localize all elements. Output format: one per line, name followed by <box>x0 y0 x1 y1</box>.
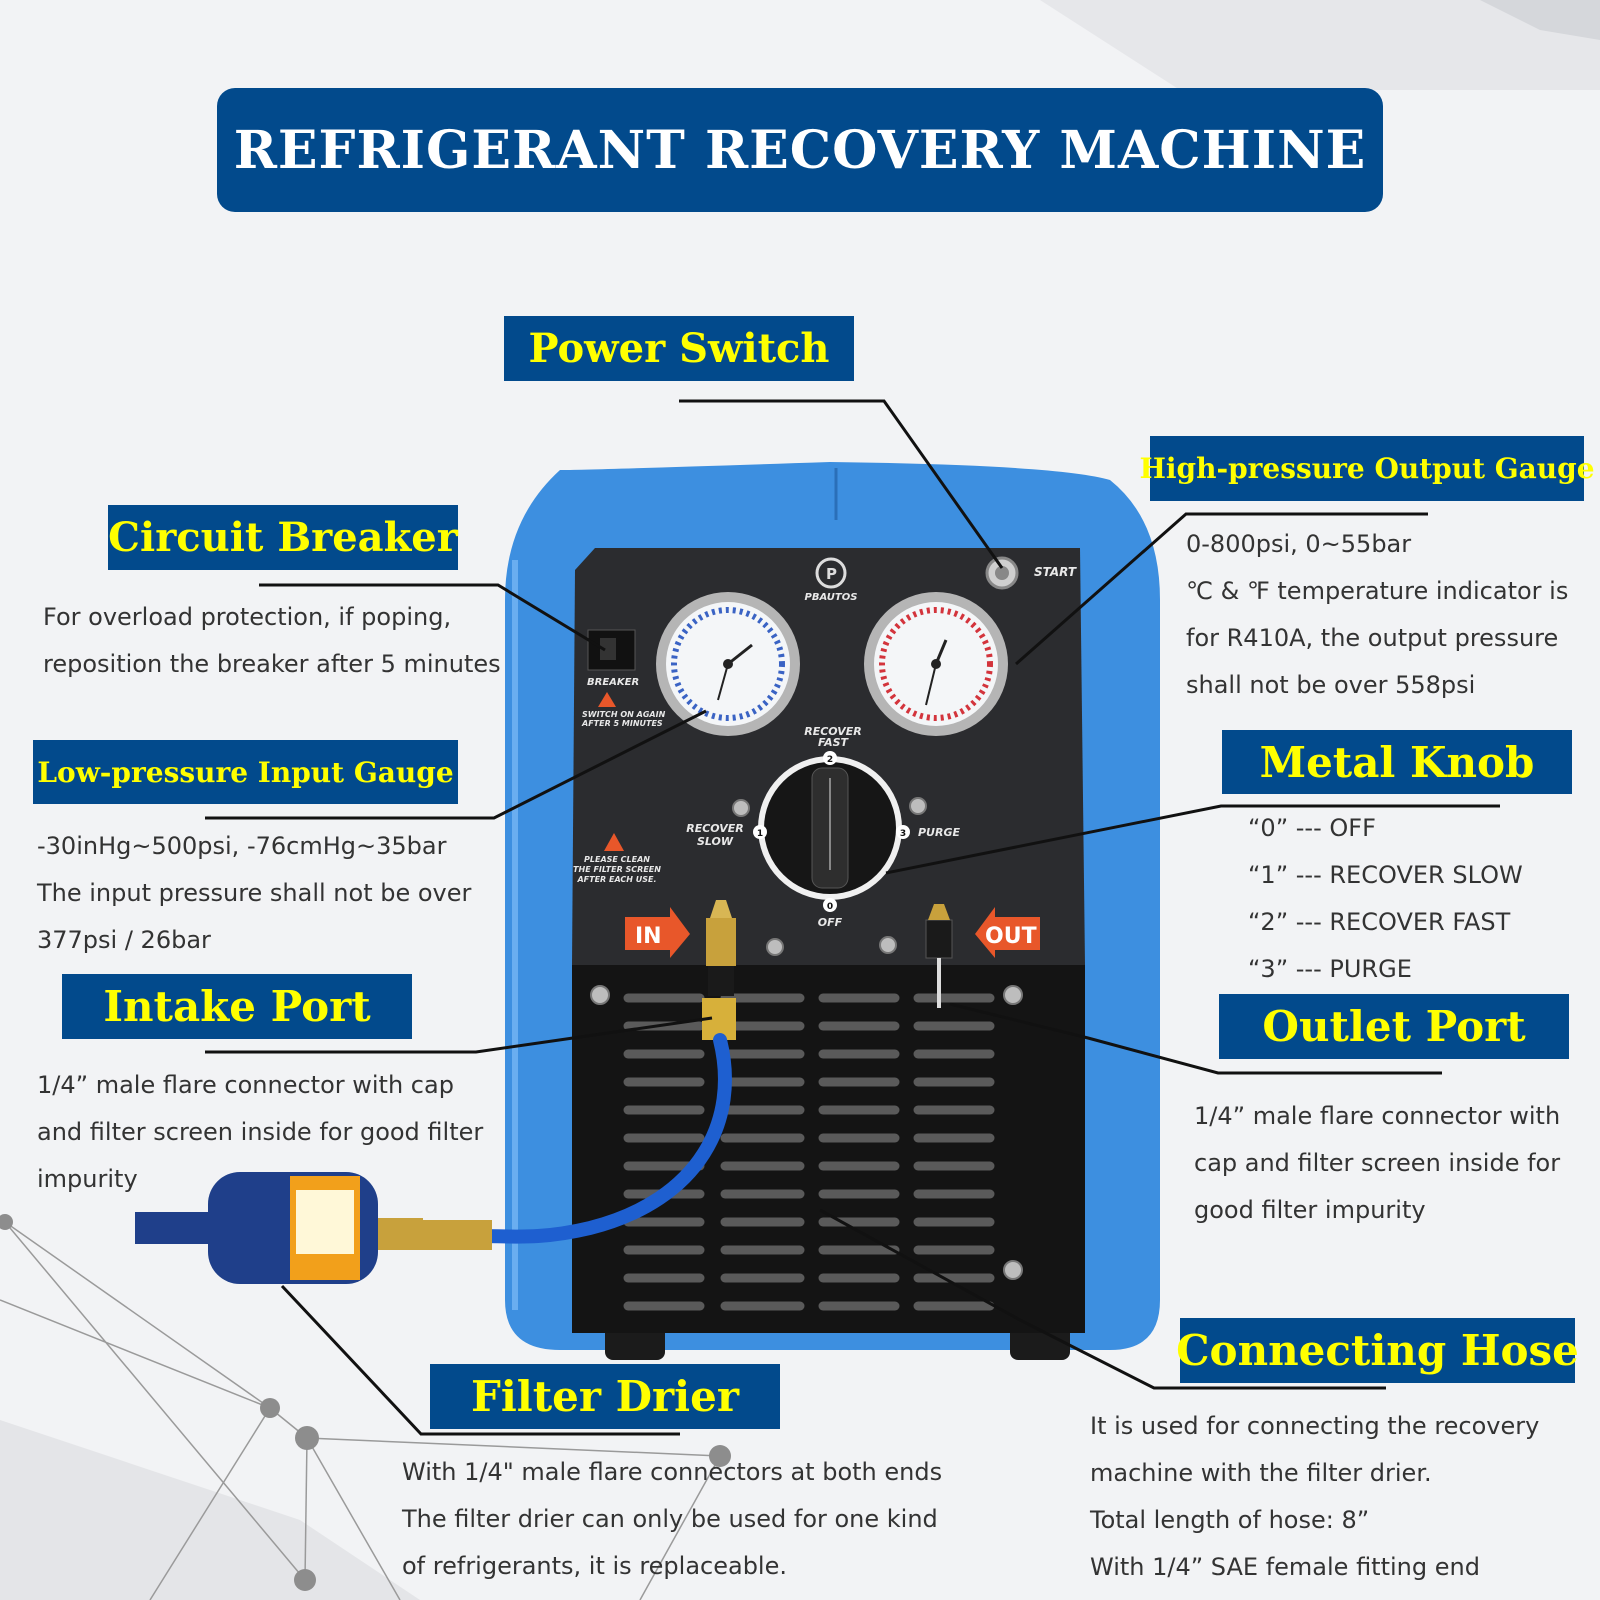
desc-line: 1/4” male flare connector with <box>1194 1102 1561 1130</box>
desc-line: Total length of hose: 8” <box>1090 1506 1370 1534</box>
high-pressure-gauge-icon <box>864 592 1008 736</box>
low-pressure-gauge-icon <box>656 592 800 736</box>
breaker-warning-2: AFTER 5 MINUTES <box>581 719 663 728</box>
label-power-switch: Power Switch <box>504 316 854 381</box>
filter-warning-3: AFTER EACH USE. <box>576 875 656 884</box>
out-text: OUT <box>985 924 1037 949</box>
desc-line: 377psi / 26bar <box>37 926 211 954</box>
knob-recover-slow-1: RECOVER <box>686 822 744 835</box>
knob-recover-fast-1: RECOVER <box>804 725 862 738</box>
warning-icon <box>604 833 624 851</box>
desc-line: for R410A, the output pressure <box>1186 624 1559 652</box>
label-intake-port: Intake Port <box>62 974 412 1039</box>
page-title: REFRIGERANT RECOVERY MACHINE <box>233 119 1367 181</box>
desc-line: 0-800psi, 0~55bar <box>1186 530 1412 558</box>
desc-line: With 1/4” SAE female fitting end <box>1090 1553 1480 1581</box>
desc-line: and filter screen inside for good filter <box>37 1118 484 1146</box>
outlet-port-icon <box>925 919 953 959</box>
filter-warning-2: THE FILTER SCREEN <box>573 865 661 874</box>
label-high-pressure-gauge-text: High-pressure Output Gauge <box>1139 452 1595 485</box>
desc-outlet-port: 1/4” male flare connector with cap and f… <box>1194 1093 1560 1234</box>
knob-num-1: 1 <box>757 829 763 839</box>
desc-line: “1” --- RECOVER SLOW <box>1248 861 1523 889</box>
desc-line: “0” --- OFF <box>1248 814 1376 842</box>
desc-line: “2” --- RECOVER FAST <box>1248 908 1511 936</box>
label-metal-knob-text: Metal Knob <box>1259 737 1535 787</box>
label-connecting-hose-text: Connecting Hose <box>1176 1326 1579 1375</box>
desc-line: With 1/4" male flare connectors at both … <box>402 1458 943 1486</box>
knob-recover-fast-2: FAST <box>818 736 850 749</box>
desc-low-pressure-gauge: -30inHg~500psi, -76cmHg~35bar The input … <box>37 823 471 964</box>
breaker-text: BREAKER <box>587 677 639 688</box>
knob-num-2: 2 <box>827 755 833 765</box>
desc-line: impurity <box>37 1165 138 1193</box>
label-low-pressure-gauge-text: Low-pressure Input Gauge <box>37 755 454 789</box>
desc-line: 1/4” male flare connector with cap <box>37 1071 454 1099</box>
desc-connecting-hose: It is used for connecting the recovery m… <box>1090 1403 1539 1591</box>
knob-num-3: 3 <box>900 829 906 839</box>
metal-knob-icon <box>753 751 910 912</box>
desc-intake-port: 1/4” male flare connector with cap and f… <box>37 1062 483 1203</box>
filter-warning-1: PLEASE CLEAN <box>584 855 650 864</box>
svg-text:P: P <box>826 565 837 583</box>
desc-filter-drier: With 1/4" male flare connectors at both … <box>402 1449 942 1590</box>
desc-metal-knob: “0” --- OFF “1” --- RECOVER SLOW “2” ---… <box>1248 805 1523 993</box>
desc-line: reposition the breaker after 5 minutes <box>43 650 501 678</box>
knob-off: OFF <box>818 916 843 929</box>
desc-line: It is used for connecting the recovery <box>1090 1412 1540 1440</box>
label-filter-drier: Filter Drier <box>430 1364 780 1429</box>
knob-recover-slow-2: SLOW <box>697 835 734 848</box>
label-outlet-port: Outlet Port <box>1219 994 1569 1059</box>
connecting-hose <box>473 1033 732 1244</box>
label-circuit-breaker: Circuit Breaker <box>108 505 458 570</box>
label-filter-drier-text: Filter Drier <box>471 1372 739 1421</box>
in-text: IN <box>635 924 662 949</box>
label-circuit-breaker-text: Circuit Breaker <box>108 514 458 561</box>
desc-circuit-breaker: For overload protection, if poping, repo… <box>43 594 501 688</box>
desc-line: The input pressure shall not be over <box>37 879 472 907</box>
desc-line: The filter drier can only be used for on… <box>402 1505 938 1533</box>
desc-line: “3” --- PURGE <box>1248 955 1412 983</box>
desc-line: ℃ & ℉ temperature indicator is <box>1186 577 1569 605</box>
label-outlet-port-text: Outlet Port <box>1262 1002 1526 1051</box>
desc-line: good filter impurity <box>1194 1196 1426 1224</box>
knob-num-0: 0 <box>827 902 833 912</box>
title-banner: REFRIGERANT RECOVERY MACHINE <box>217 88 1383 212</box>
warning-icon <box>598 692 616 707</box>
label-high-pressure-gauge: High-pressure Output Gauge <box>1139 436 1595 501</box>
desc-line: shall not be over 558psi <box>1186 671 1476 699</box>
start-text: START <box>1034 565 1077 579</box>
desc-line: of refrigerants, it is replaceable. <box>402 1552 787 1580</box>
desc-high-pressure-gauge: 0-800psi, 0~55bar ℃ & ℉ temperature indi… <box>1186 521 1568 709</box>
desc-line: For overload protection, if poping, <box>43 603 452 631</box>
intake-port-icon <box>706 918 736 966</box>
label-intake-port-text: Intake Port <box>103 982 371 1031</box>
brand-name: PBAUTOS <box>805 592 858 603</box>
label-metal-knob: Metal Knob <box>1222 730 1572 794</box>
desc-line: -30inHg~500psi, -76cmHg~35bar <box>37 832 447 860</box>
label-power-switch-text: Power Switch <box>528 325 830 372</box>
label-low-pressure-gauge: Low-pressure Input Gauge <box>33 740 458 804</box>
desc-line: cap and filter screen inside for <box>1194 1149 1561 1177</box>
in-arrow-icon <box>625 907 690 958</box>
label-connecting-hose: Connecting Hose <box>1176 1318 1579 1383</box>
breaker-warning-1: SWITCH ON AGAIN <box>582 710 666 719</box>
knob-purge: PURGE <box>918 826 960 839</box>
desc-line: machine with the filter drier. <box>1090 1459 1432 1487</box>
out-arrow-icon <box>975 907 1040 958</box>
